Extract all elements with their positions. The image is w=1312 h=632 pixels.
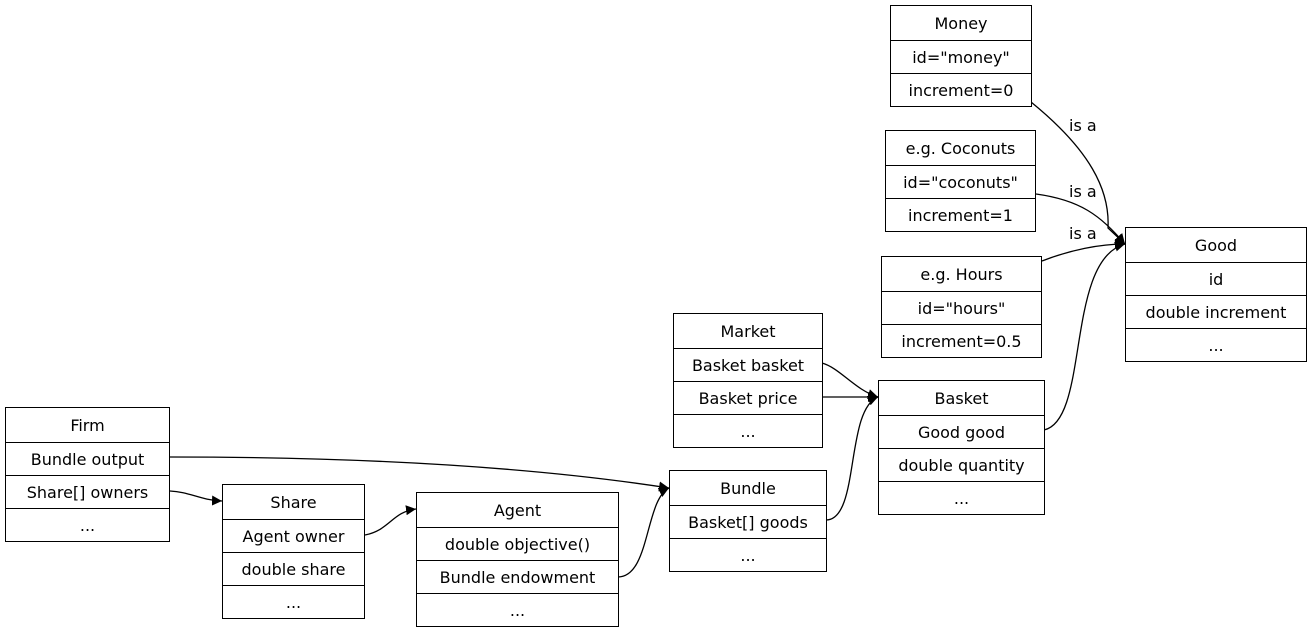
node-field: Basket basket xyxy=(674,348,822,381)
node-title: Bundle xyxy=(720,478,776,498)
edge-share-owner-agent xyxy=(364,505,417,536)
node-title: Basket xyxy=(934,388,989,408)
node-field: increment=1 xyxy=(886,198,1035,231)
node-field: double quantity xyxy=(879,448,1044,481)
edge-label-hours-good: is a xyxy=(1069,224,1097,243)
node-field: ... xyxy=(223,585,364,618)
node-field: double objective() xyxy=(417,527,618,560)
node-field: increment=0 xyxy=(891,73,1031,106)
node-firm: Firm Bundle output Share[] owners ... xyxy=(5,407,170,542)
edge-coconuts-good xyxy=(1035,193,1126,245)
node-title: e.g. Hours xyxy=(920,264,1003,284)
node-title: Money xyxy=(934,13,988,33)
edge-bundle-basket xyxy=(825,396,879,521)
node-field: ... xyxy=(879,481,1044,514)
node-field: Good good xyxy=(879,415,1044,448)
node-field: Bundle endowment xyxy=(417,560,618,593)
edge-firm-output-bundle xyxy=(169,456,670,492)
node-field: double increment xyxy=(1126,295,1306,328)
node-good: Good id double increment ... xyxy=(1125,227,1307,362)
node-field: Bundle output xyxy=(6,442,169,475)
edge-basket-good xyxy=(1043,241,1126,431)
node-title: Agent xyxy=(493,500,542,520)
node-share: Share Agent owner double share ... xyxy=(222,484,365,619)
node-field: Share[] owners xyxy=(6,475,169,508)
edge-agent-endowment-bundle xyxy=(617,487,670,578)
node-coconuts: e.g. Coconuts id="coconuts" increment=1 xyxy=(885,130,1036,232)
node-title: Good xyxy=(1194,235,1238,255)
edge-firm-owners-share xyxy=(169,490,223,506)
edge-money-good xyxy=(1030,101,1126,245)
node-money: Money id="money" increment=0 xyxy=(890,5,1032,107)
node-bundle: Bundle Basket[] goods ... xyxy=(669,470,827,572)
node-agent: Agent double objective() Bundle endowmen… xyxy=(416,492,619,627)
node-field: increment=0.5 xyxy=(882,324,1041,357)
node-title: Share xyxy=(270,492,317,512)
edge-label-money-good: is a xyxy=(1069,116,1097,135)
node-field: id xyxy=(1126,262,1306,295)
node-field: ... xyxy=(1126,328,1306,361)
edge-label-coconuts-good: is a xyxy=(1069,182,1097,201)
node-title: e.g. Coconuts xyxy=(905,138,1016,158)
node-field: Basket[] goods xyxy=(670,505,826,538)
node-field: id="hours" xyxy=(882,291,1041,324)
node-field: ... xyxy=(670,538,826,571)
node-field: Agent owner xyxy=(223,519,364,552)
node-hours: e.g. Hours id="hours" increment=0.5 xyxy=(881,256,1042,358)
node-basket: Basket Good good double quantity ... xyxy=(878,380,1045,515)
node-field: ... xyxy=(417,593,618,626)
edge-hours-good xyxy=(1041,239,1126,262)
node-field: id="money" xyxy=(891,40,1031,73)
node-field: Basket price xyxy=(674,381,822,414)
node-title: Firm xyxy=(70,415,105,435)
node-field: ... xyxy=(674,414,822,447)
edge-market-basket-basket xyxy=(821,362,879,399)
node-field: ... xyxy=(6,508,169,541)
node-title: Market xyxy=(720,321,776,341)
node-field: id="coconuts" xyxy=(886,165,1035,198)
node-field: double share xyxy=(223,552,364,585)
node-market: Market Basket basket Basket price ... xyxy=(673,313,823,448)
